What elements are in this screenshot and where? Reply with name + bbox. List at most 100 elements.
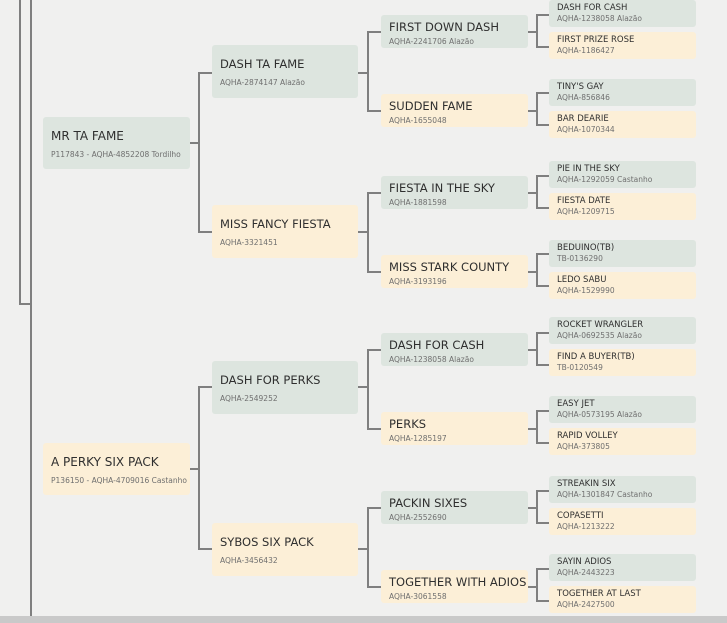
ancestor-card[interactable]: RAPID VOLLEY AQHA-373805 <box>549 428 696 455</box>
horse-registration: AQHA-1070344 <box>557 125 615 134</box>
horse-name: MISS STARK COUNTY <box>389 260 510 274</box>
connector-line <box>536 332 538 366</box>
horse-registration: AQHA-3321451 <box>220 238 278 247</box>
ancestor-card[interactable]: TINY'S GAY AQHA-856846 <box>549 79 696 106</box>
ancestor-card[interactable]: PERKS AQHA-1285197 <box>381 412 528 445</box>
horse-registration: P117843 - AQHA-4852208 Tordilho <box>51 150 181 159</box>
horse-registration: AQHA-1292059 Castanho <box>557 175 653 184</box>
horse-registration: AQHA-2874147 Alazão <box>220 78 305 87</box>
connector-line <box>536 490 549 492</box>
ancestor-card[interactable]: DASH FOR CASH AQHA-1238058 Alazão <box>549 0 696 27</box>
horse-registration: TB-0136290 <box>557 254 603 263</box>
ancestor-card[interactable]: PIE IN THE SKY AQHA-1292059 Castanho <box>549 161 696 188</box>
ancestor-card[interactable]: FIESTA IN THE SKY AQHA-1881598 <box>381 176 528 209</box>
connector-line <box>198 386 212 388</box>
horse-registration: AQHA-373805 <box>557 442 610 451</box>
horse-registration: AQHA-1213222 <box>557 522 615 531</box>
connector-line <box>536 410 538 444</box>
horse-registration: AQHA-1209715 <box>557 207 615 216</box>
horse-name: TINY'S GAY <box>557 82 604 92</box>
connector-line <box>19 303 31 305</box>
horse-name: FIESTA IN THE SKY <box>389 181 495 195</box>
horse-name: SYBOS SIX PACK <box>220 535 314 549</box>
dam-dam-card[interactable]: SYBOS SIX PACK AQHA-3456432 <box>212 523 358 576</box>
ancestor-card[interactable]: FIESTA DATE AQHA-1209715 <box>549 193 696 220</box>
ancestor-card[interactable]: PACKIN SIXES AQHA-2552690 <box>381 491 528 524</box>
horse-name: DASH TA FAME <box>220 57 305 71</box>
horse-name: FIRST DOWN DASH <box>389 20 499 34</box>
horizontal-scrollbar[interactable] <box>0 616 727 623</box>
horse-registration: AQHA-2549252 <box>220 394 278 403</box>
connector-line <box>536 600 549 602</box>
horse-name: BEDUINO(TB) <box>557 243 615 253</box>
dam-card[interactable]: A PERKY SIX PACK P136150 - AQHA-4709016 … <box>43 443 190 495</box>
connector-line <box>536 175 538 209</box>
ancestor-card[interactable]: STREAKIN SIX AQHA-1301847 Castanho <box>549 476 696 503</box>
connector-line <box>536 410 549 412</box>
ancestor-card[interactable]: TOGETHER AT LAST AQHA-2427500 <box>549 586 696 613</box>
ancestor-card[interactable]: FIND A BUYER(TB) TB-0120549 <box>549 349 696 376</box>
connector-line <box>536 92 538 126</box>
horse-registration: AQHA-1881598 <box>389 198 447 207</box>
horse-registration: AQHA-856846 <box>557 93 610 102</box>
horse-name: DASH FOR CASH <box>557 3 628 13</box>
ancestor-card[interactable]: BEDUINO(TB) TB-0136290 <box>549 240 696 267</box>
sire-card[interactable]: MR TA FAME P117843 - AQHA-4852208 Tordil… <box>43 117 190 169</box>
connector-line <box>190 468 199 470</box>
connector-line <box>536 285 549 287</box>
connector-line <box>367 586 381 588</box>
connector-line <box>367 507 381 509</box>
ancestor-card[interactable]: ROCKET WRANGLER AQHA-0692535 Alazão <box>549 317 696 344</box>
horse-registration: AQHA-2241706 Alazão <box>389 37 474 46</box>
connector-line <box>30 0 32 623</box>
ancestor-card[interactable]: FIRST PRIZE ROSE AQHA-1186427 <box>549 32 696 59</box>
ancestor-card[interactable]: FIRST DOWN DASH AQHA-2241706 Alazão <box>381 15 528 48</box>
horse-name: RAPID VOLLEY <box>557 431 618 441</box>
ancestor-card[interactable]: MISS STARK COUNTY AQHA-3193196 <box>381 255 528 288</box>
horse-registration: AQHA-1301847 Castanho <box>557 490 653 499</box>
connector-line <box>536 253 538 287</box>
horse-name: FIESTA DATE <box>557 196 611 206</box>
horse-name: BAR DEARIE <box>557 114 609 124</box>
ancestor-card[interactable]: EASY JET AQHA-0573195 Alazão <box>549 396 696 423</box>
ancestor-card[interactable]: BAR DEARIE AQHA-1070344 <box>549 111 696 138</box>
ancestor-card[interactable]: SUDDEN FAME AQHA-1655048 <box>381 94 528 127</box>
connector-line <box>367 31 381 33</box>
ancestor-card[interactable]: TOGETHER WITH ADIOS AQHA-3061558 <box>381 570 528 603</box>
connector-line <box>358 231 368 233</box>
connector-line <box>536 46 549 48</box>
connector-line <box>536 253 549 255</box>
connector-line <box>536 92 549 94</box>
connector-line <box>367 349 381 351</box>
sire-dam-card[interactable]: MISS FANCY FIESTA AQHA-3321451 <box>212 205 358 258</box>
ancestor-card[interactable]: SAYIN ADIOS AQHA-2443223 <box>549 554 696 581</box>
connector-line <box>190 142 199 144</box>
horse-name: A PERKY SIX PACK <box>51 455 159 469</box>
connector-line <box>528 586 537 588</box>
ancestor-card[interactable]: LEDO SABU AQHA-1529990 <box>549 272 696 299</box>
horse-name: SAYIN ADIOS <box>557 557 612 567</box>
horse-registration: P136150 - AQHA-4709016 Castanho <box>51 476 187 485</box>
dam-sire-card[interactable]: DASH FOR PERKS AQHA-2549252 <box>212 361 358 414</box>
horse-name: ROCKET WRANGLER <box>557 320 644 330</box>
sire-sire-card[interactable]: DASH TA FAME AQHA-2874147 Alazão <box>212 45 358 98</box>
horse-name: COPASETTI <box>557 511 604 521</box>
connector-line <box>528 110 537 112</box>
horse-name: DASH FOR CASH <box>389 338 485 352</box>
horse-registration: AQHA-1238058 Alazão <box>389 355 474 364</box>
horse-registration: AQHA-1186427 <box>557 46 615 55</box>
connector-line <box>367 192 381 194</box>
ancestor-card[interactable]: COPASETTI AQHA-1213222 <box>549 508 696 535</box>
horse-name: TOGETHER WITH ADIOS <box>389 575 527 589</box>
connector-line <box>528 31 537 33</box>
horse-name: PACKIN SIXES <box>389 496 468 510</box>
connector-line <box>536 442 549 444</box>
connector-line <box>536 175 549 177</box>
connector-line <box>19 0 21 304</box>
connector-line <box>367 507 369 587</box>
connector-line <box>367 31 369 111</box>
horse-name: MR TA FAME <box>51 129 124 143</box>
ancestor-card[interactable]: DASH FOR CASH AQHA-1238058 Alazão <box>381 333 528 366</box>
horse-name: PERKS <box>389 417 427 431</box>
